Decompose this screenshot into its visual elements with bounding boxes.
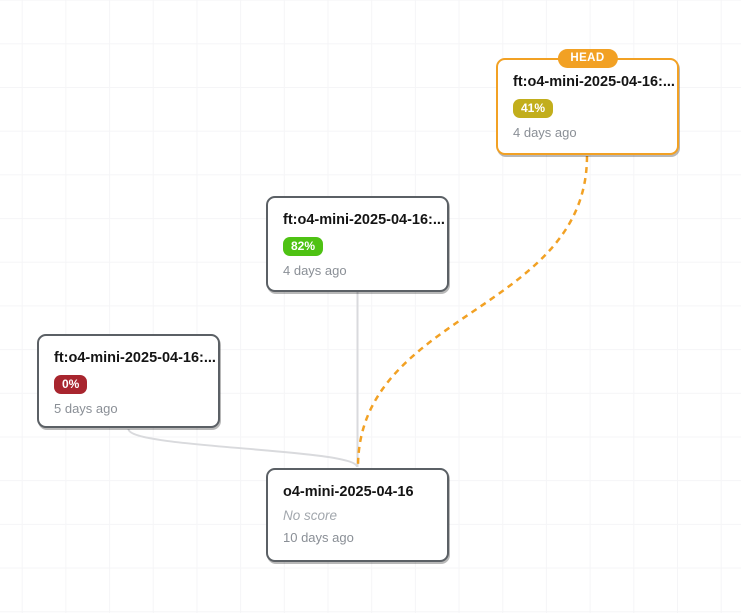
node-title: ft:o4-mini-2025-04-16:...: [283, 212, 445, 228]
node-title: ft:o4-mini-2025-04-16:...: [513, 74, 675, 90]
score-badge: 41%: [513, 99, 554, 118]
node-title: ft:o4-mini-2025-04-16:...: [54, 350, 216, 366]
score-badge: 82%: [283, 237, 324, 256]
node-date: 5 days ago: [54, 401, 118, 416]
node-date: 4 days ago: [513, 125, 577, 140]
node-ft-0[interactable]: ft:o4-mini-2025-04-16:... 0% 5 days ago: [37, 334, 220, 428]
edge-ft0-to-base: [127, 428, 358, 468]
node-base-model[interactable]: o4-mini-2025-04-16 No score 10 days ago: [266, 468, 449, 562]
no-score-label: No score: [283, 508, 338, 523]
node-ft-82[interactable]: ft:o4-mini-2025-04-16:... 82% 4 days ago: [266, 196, 449, 292]
node-date: 4 days ago: [283, 263, 347, 278]
node-title: o4-mini-2025-04-16: [283, 484, 414, 500]
head-badge: HEAD: [557, 49, 618, 68]
score-badge: 0%: [54, 375, 88, 394]
node-ft-41-head[interactable]: HEAD ft:o4-mini-2025-04-16:... 41% 4 day…: [496, 49, 679, 155]
node-date: 10 days ago: [283, 530, 354, 545]
